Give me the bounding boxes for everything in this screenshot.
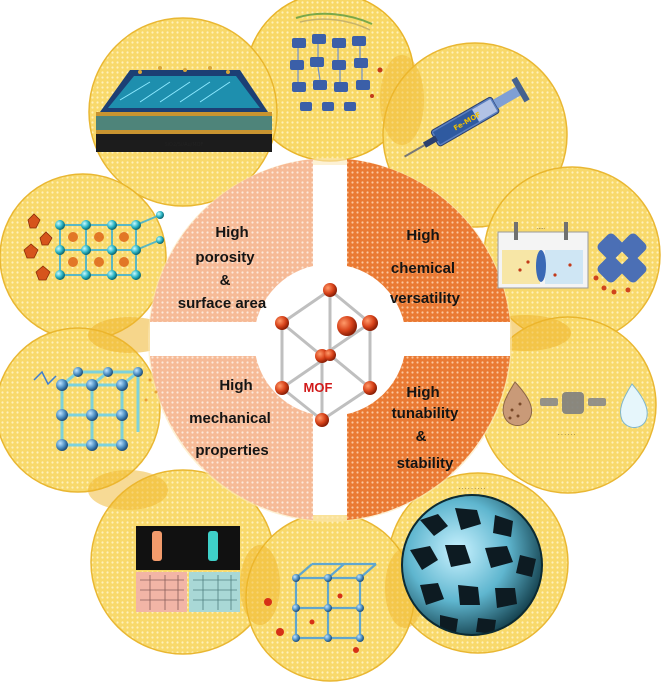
tr-line-1: High	[406, 227, 439, 244]
device-label: SiO2/Si/Au/MOF	[164, 142, 203, 148]
tl-line-3: &	[220, 272, 231, 289]
cube-node	[275, 381, 289, 395]
cell-caption: ·····	[537, 226, 545, 232]
framework-cluster	[593, 233, 647, 295]
mof-label: MOF	[304, 380, 333, 395]
cube-node	[275, 316, 289, 330]
bl-line-1: High	[219, 377, 252, 394]
petal-overlap	[88, 470, 168, 510]
luminescent-vials-illustration	[136, 526, 240, 612]
process-caption: · · · · · ·	[558, 432, 576, 438]
cube-node	[362, 315, 378, 331]
tr-line-2: chemical	[391, 260, 455, 277]
quadrant-label-bottom-right: High tunability & stability	[392, 384, 459, 472]
tl-line-1: High	[215, 224, 248, 241]
quadrant-bottom-left	[150, 356, 313, 520]
tl-line-2: porosity	[195, 249, 255, 266]
framework-array-illustration	[290, 12, 383, 111]
br-line-4: stability	[397, 455, 454, 472]
tl-line-4: surface area	[178, 295, 267, 312]
layered-device-illustration: SiO2/Si/Au/MOF	[96, 66, 272, 152]
br-line-1: High	[406, 384, 439, 401]
quadrant-label-top-right: High chemical versatility	[390, 227, 461, 307]
quadrant-top-left	[150, 159, 313, 322]
cubic-lattice-illustration	[33, 367, 158, 451]
sphere-caption: · · · · · · · · ·	[458, 486, 485, 492]
quadrant-top-right	[347, 159, 510, 322]
bl-line-2: mechanical	[189, 410, 271, 427]
br-line-2: tunability	[392, 405, 459, 422]
porous-lattice-illustration	[23, 211, 164, 281]
bl-line-3: properties	[195, 442, 268, 459]
cube-node	[324, 349, 336, 361]
petal-left-lower	[0, 327, 161, 493]
petal-left-upper	[0, 173, 167, 341]
cube-node	[337, 316, 357, 336]
guest-loaded-lattice-illustration	[264, 562, 377, 653]
petal-overlap	[240, 545, 280, 625]
water-purification-illustration: · · · · · ·	[502, 381, 648, 438]
cube-node	[315, 413, 329, 427]
cube-node	[363, 381, 377, 395]
petal-overlap	[380, 55, 424, 145]
electrochemical-cell-illustration: ·····	[497, 222, 647, 295]
quadrant-bottom-right	[347, 356, 510, 520]
mof-cube-icon: MOF	[275, 283, 378, 427]
br-line-3: &	[416, 428, 427, 445]
cube-node	[323, 283, 337, 297]
quadrant-label-bottom-left: High mechanical properties	[189, 377, 271, 459]
porous-sphere-illustration: · · · · · · · · ·	[401, 486, 543, 636]
tr-line-3: versatility	[390, 290, 461, 307]
quadrant-label-top-left: High porosity & surface area	[178, 224, 267, 312]
